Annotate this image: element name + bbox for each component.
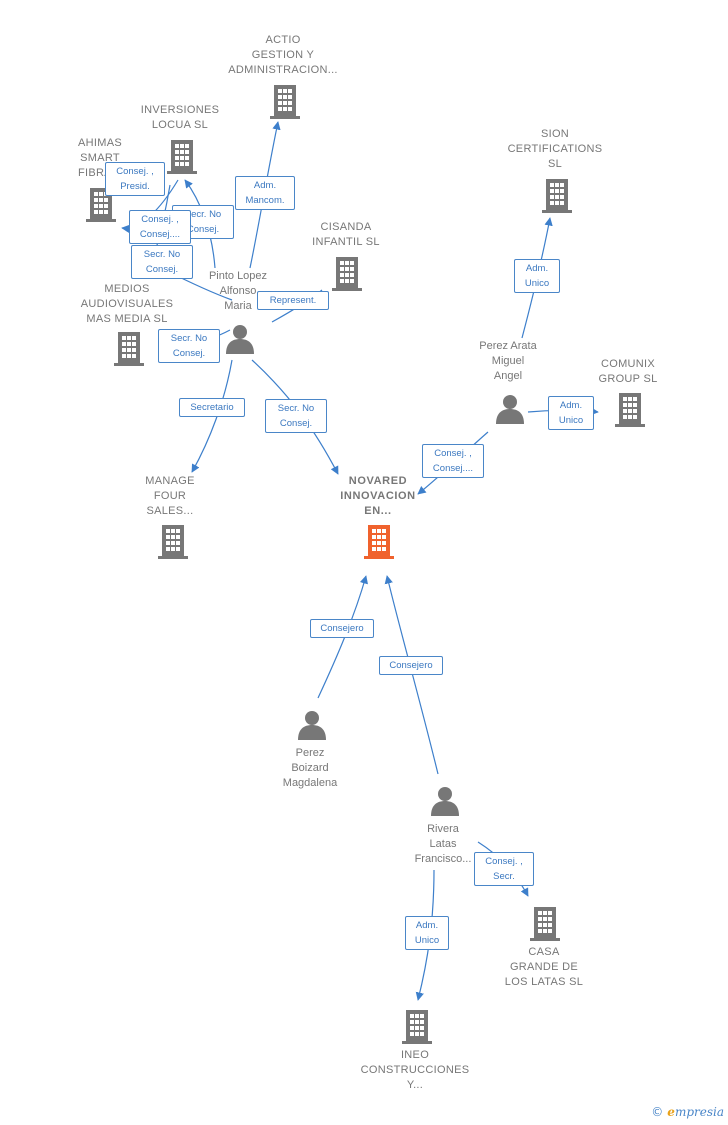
node-label-novared[interactable]: NOVARED INNOVACION EN... [340, 475, 416, 517]
node-label-sion[interactable]: SION CERTIFICATIONS SL [507, 128, 603, 170]
node-label-rivera[interactable]: Rivera Latas Francisco... [414, 823, 472, 865]
edge-label-pinto-ahimas2[interactable]: Consej. , Consej.... [129, 210, 191, 244]
node-label-ineo[interactable]: INEO CONSTRUCCIONES Y... [360, 1049, 470, 1091]
building-icon[interactable] [158, 525, 188, 559]
building-icon[interactable] [615, 393, 645, 427]
node-label-arata[interactable]: Perez Arata Miguel Angel [479, 340, 537, 382]
edge-label-rivera-casa[interactable]: Consej. , Secr. [474, 852, 534, 886]
edge-label-rivera-ineo[interactable]: Adm. Unico [405, 916, 449, 950]
edge-label-pinto-novared[interactable]: Secr. No Consej. [265, 399, 327, 433]
copyright-symbol: © [651, 1105, 664, 1119]
person-icon[interactable] [226, 325, 254, 354]
building-icon[interactable] [530, 907, 560, 941]
edge-label-pinto-medios2[interactable]: Secr. No Consej. [158, 329, 220, 363]
node-label-cisanda[interactable]: CISANDA INFANTIL SL [312, 221, 380, 248]
edge-rivera-novared [384, 575, 439, 775]
building-icon[interactable] [114, 332, 144, 366]
person-icon[interactable] [496, 395, 524, 424]
node-label-boizard[interactable]: Perez Boizard Magdalena [282, 747, 338, 789]
person-icon[interactable] [298, 711, 326, 740]
brand-logo-initial: e [667, 1105, 675, 1119]
building-icon[interactable] [167, 140, 197, 174]
center-building-icon[interactable] [364, 525, 394, 559]
brand-logo-text: mpresia [674, 1105, 724, 1119]
building-icon[interactable] [402, 1010, 432, 1044]
edge-label-arata-novared[interactable]: Consej. , Consej.... [422, 444, 484, 478]
edge-label-pinto-manage[interactable]: Secretario [179, 398, 245, 417]
node-label-inversiones[interactable]: INVERSIONES LOCUA SL [140, 104, 220, 131]
edge-label-boizard-novared[interactable]: Consejero [310, 619, 374, 638]
edge-label-pinto-cisanda[interactable]: Represent. [257, 291, 329, 310]
brand-watermark: ©empresia [651, 1105, 724, 1119]
edge-pinto-manage [191, 359, 233, 473]
building-icon[interactable] [542, 179, 572, 213]
edge-label-pinto-ahimas[interactable]: Consej. , Presid. [105, 162, 165, 196]
edge-label-rivera-novared[interactable]: Consejero [379, 656, 443, 675]
node-label-pinto[interactable]: Pinto Lopez Alfonso Maria [208, 270, 268, 312]
edge-label-arata-sion[interactable]: Adm. Unico [514, 259, 560, 293]
edge-label-pinto-actio[interactable]: Adm. Mancom. [235, 176, 295, 210]
node-label-comunix[interactable]: COMUNIX GROUP SL [598, 358, 658, 385]
node-label-actio[interactable]: ACTIO GESTION Y ADMINISTRACION... [228, 34, 338, 76]
person-icon[interactable] [431, 787, 459, 816]
building-icon[interactable] [270, 85, 300, 119]
node-label-medios[interactable]: MEDIOS AUDIOVISUALES MAS MEDIA SL [80, 283, 174, 325]
building-icon[interactable] [332, 257, 362, 291]
edge-label-pinto-medios[interactable]: Secr. No Consej. [131, 245, 193, 279]
node-label-casa[interactable]: CASA GRANDE DE LOS LATAS SL [504, 946, 584, 988]
node-label-manage[interactable]: MANAGE FOUR SALES... [145, 475, 195, 517]
edge-label-arata-comunix[interactable]: Adm. Unico [548, 396, 594, 430]
